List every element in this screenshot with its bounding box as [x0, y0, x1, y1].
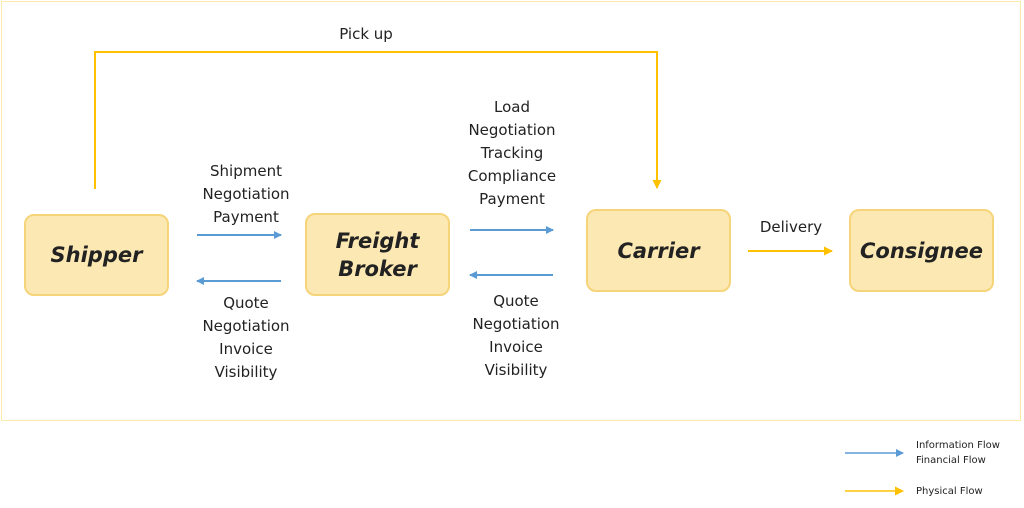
pickup-arrow: [94, 51, 662, 189]
flow-item: Visibility: [484, 361, 548, 379]
flow-item: Payment: [213, 208, 279, 226]
flow-item: Compliance: [467, 167, 557, 185]
flow-item: Invoice: [489, 338, 543, 356]
shipper-label: Shipper: [50, 243, 143, 267]
carrier-node: Carrier: [586, 209, 731, 292]
flow-item: Negotiation: [202, 317, 290, 335]
flow-item: Quote: [223, 294, 269, 312]
flow-item: Load: [494, 98, 530, 116]
legend-information-flow: Information Flow: [916, 440, 1000, 451]
broker-to-carrier-labels: Load Negotiation Tracking Compliance Pay…: [452, 96, 572, 211]
consignee-node: Consignee: [849, 209, 994, 292]
shipper-to-broker-labels: Shipment Negotiation Payment: [186, 160, 306, 229]
pickup-label: Pick up: [339, 25, 393, 43]
legend-physical-label: Physical Flow: [916, 486, 983, 497]
flow-item: Quote: [493, 292, 539, 310]
flow-item: Invoice: [219, 340, 273, 358]
delivery-label: Delivery: [759, 218, 823, 236]
flow-item: Payment: [479, 190, 545, 208]
flow-item: Negotiation: [472, 315, 560, 333]
flow-item: Negotiation: [202, 185, 290, 203]
shipper-node: Shipper: [24, 214, 169, 296]
flow-item: Shipment: [210, 162, 282, 180]
broker-to-shipper-labels: Quote Negotiation Invoice Visibility: [186, 292, 306, 384]
legend-financial-flow: Financial Flow: [916, 455, 986, 466]
flow-item: Negotiation: [468, 121, 556, 139]
flow-item: Tracking: [480, 144, 544, 162]
flow-item: Visibility: [214, 363, 278, 381]
consignee-label: Consignee: [860, 238, 983, 263]
diagram-frame: [1, 1, 1021, 421]
carrier-to-broker-labels: Quote Negotiation Invoice Visibility: [456, 290, 576, 382]
freight-broker-node: Freight Broker: [305, 213, 450, 296]
carrier-label: Carrier: [617, 238, 700, 263]
broker-label-line1: Freight: [335, 228, 420, 253]
legend-info-label: Information Flow Financial Flow: [916, 438, 1021, 468]
broker-label-line2: Broker: [338, 256, 417, 281]
